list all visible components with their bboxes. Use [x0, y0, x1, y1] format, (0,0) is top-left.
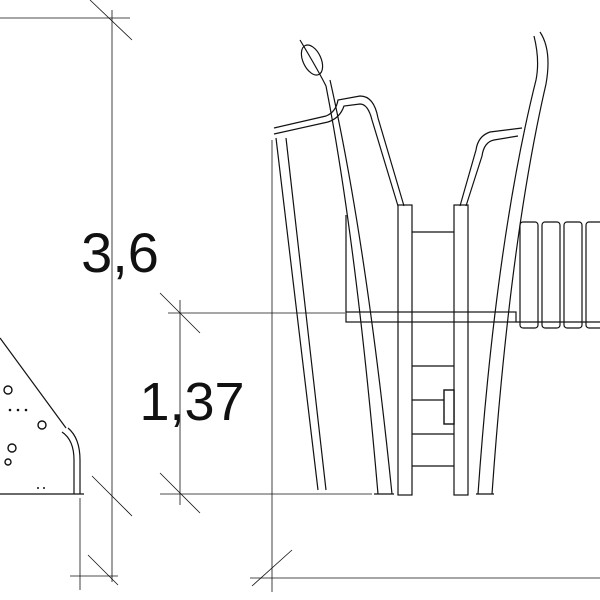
post-left: [299, 39, 394, 495]
ladder: [345, 204, 517, 496]
dimension-height-total: 3,6: [0, 0, 159, 590]
dimension-label-total: 3,6: [81, 221, 159, 284]
fence-panel: [516, 221, 600, 329]
dimension-width: [250, 140, 600, 592]
climbing-wall: [0, 337, 84, 495]
dimension-label-platform: 1,37: [139, 372, 244, 432]
post-right: [459, 31, 549, 495]
support-pole: [273, 95, 405, 491]
dimension-height-platform: 1,37: [139, 292, 372, 514]
climbing-hold-icon: [3, 385, 47, 489]
